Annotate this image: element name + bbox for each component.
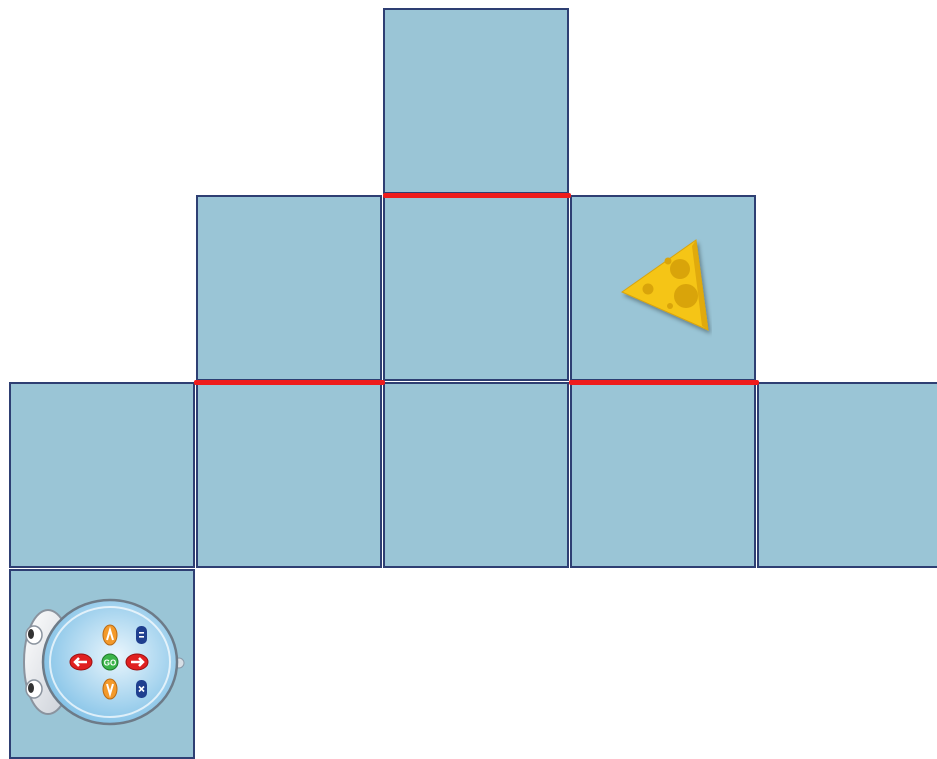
wall-barrier — [569, 380, 759, 385]
wall-barrier — [194, 380, 385, 385]
board-tile — [196, 195, 382, 381]
mouse-robot-icon: GO — [18, 597, 188, 727]
board-tile — [196, 382, 382, 568]
board-tile — [9, 382, 195, 568]
board-tile — [383, 195, 569, 381]
go-label: GO — [104, 659, 116, 668]
cheese-icon — [620, 238, 712, 338]
board-tile — [570, 382, 756, 568]
board-tile — [757, 382, 937, 568]
board-tile — [383, 8, 569, 194]
wall-barrier — [383, 193, 571, 198]
board-tile — [383, 382, 569, 568]
